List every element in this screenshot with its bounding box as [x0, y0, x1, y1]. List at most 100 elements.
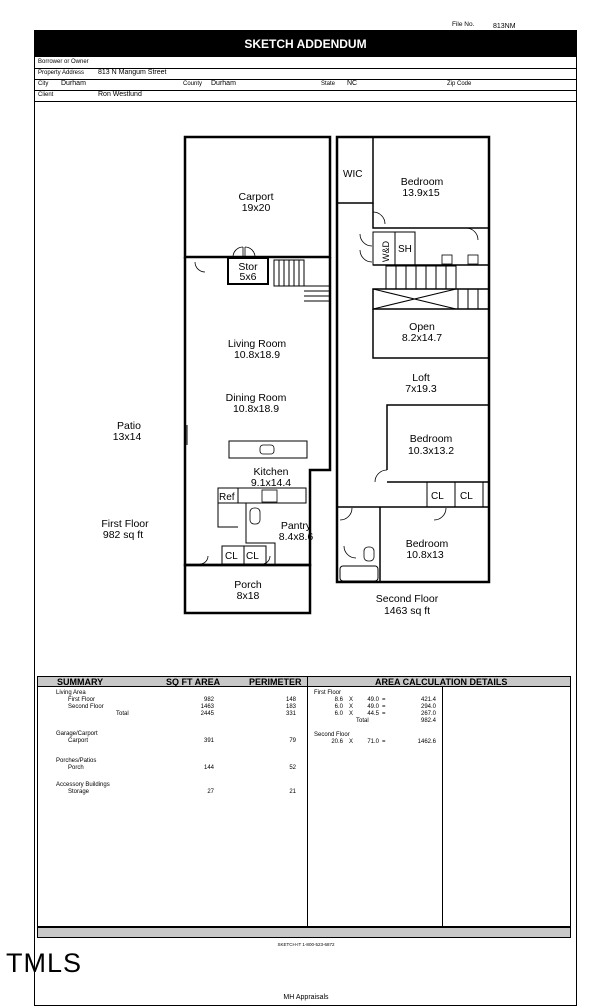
calc-factor-a: 6.0	[334, 704, 343, 710]
group-garage: Garage/Carport	[56, 731, 98, 737]
row-area: 2445	[200, 711, 214, 717]
row-label: Total	[116, 711, 129, 717]
calc-equals: =	[382, 704, 386, 710]
calc-times: X	[349, 711, 354, 717]
details-divider	[442, 687, 443, 926]
porch-outline	[183, 563, 312, 615]
room-porch: Porch	[234, 579, 262, 591]
city-label: City	[38, 81, 49, 87]
room-bedroom-3: Bedroom	[406, 538, 449, 550]
row-label: Carport	[68, 738, 89, 744]
client-label: Client	[38, 92, 54, 98]
state-label: State	[321, 81, 336, 87]
perimeter-header: PERIMETER	[249, 677, 302, 687]
row-perimeter: 183	[285, 704, 296, 710]
room-bedroom-3-dims: 10.8x13	[406, 549, 444, 561]
fixture-ref: Ref	[219, 492, 235, 503]
room-storage-dims: 5x6	[240, 271, 257, 283]
summary-table: SUMMARY SQ FT AREA PERIMETER AREA CALCUL…	[37, 676, 571, 927]
fixture-wic: WIC	[343, 169, 362, 180]
file-number-label: File No.	[452, 21, 475, 28]
kitchen-island	[228, 440, 308, 459]
county-value: Durham	[211, 80, 236, 87]
room-patio-dims: 13x14	[113, 431, 142, 443]
room-kitchen-dims: 9.1x14.4	[251, 477, 291, 489]
calc-times: X	[349, 697, 354, 703]
calc-equals: =	[382, 739, 386, 745]
calc-equals: =	[382, 711, 386, 717]
room-bedroom-2-dims: 10.3x13.2	[408, 445, 454, 457]
calc-result: 1462.6	[417, 739, 436, 745]
room-dining-dims: 10.8x18.9	[233, 403, 279, 415]
summary-divider	[307, 687, 308, 926]
details-header: AREA CALCULATION DETAILS	[375, 677, 508, 687]
room-loft: Loft	[412, 372, 430, 384]
tmls-watermark: TMLS	[6, 948, 83, 978]
room-living: Living Room	[228, 338, 287, 350]
room-kitchen: Kitchen	[253, 466, 288, 478]
room-dining: Dining Room	[226, 392, 287, 404]
calc-factor-a: 20.6	[331, 739, 343, 745]
first-floor-outline	[183, 257, 332, 567]
calc-result: 294.0	[420, 704, 436, 710]
city-value: Durham	[61, 80, 86, 87]
first-floor-doors	[194, 246, 271, 565]
state-value: NC	[347, 80, 358, 87]
room-pantry: Pantry	[281, 520, 312, 532]
calc-total-label: Total	[356, 718, 369, 724]
room-patio: Patio	[117, 420, 141, 432]
calc-times: X	[349, 739, 354, 745]
group-porches: Porches/Patios	[56, 758, 97, 764]
row-area: 1463	[200, 704, 214, 710]
room-bedroom-2: Bedroom	[410, 433, 453, 445]
room-bedroom-1-dims: 13.9x15	[402, 187, 440, 199]
room-carport: Carport	[238, 191, 273, 203]
floor-plan-sketch: Carport 19x20 Stor 5x6 Living Room 10.8x…	[101, 135, 491, 617]
row-perimeter: 52	[289, 765, 296, 771]
fixture-closet-2: CL	[246, 551, 259, 562]
row-label: Storage	[68, 789, 90, 795]
client-value: Ron Westlund	[98, 91, 142, 98]
property-address-value: 813 N Mangum Street	[98, 69, 167, 76]
client-row: Client Ron Westlund	[35, 90, 576, 102]
summary-header: SUMMARY	[57, 677, 104, 687]
row-label: Porch	[68, 765, 84, 771]
row-perimeter: 148	[285, 697, 296, 703]
calc-times: X	[349, 704, 354, 710]
calc-factor-b: 49.0	[367, 697, 379, 703]
summary-header-left: SUMMARY SQ FT AREA PERIMETER	[38, 677, 308, 687]
property-address-row: Property Address 813 N Mangum Street	[35, 68, 576, 80]
room-porch-dims: 8x18	[237, 590, 260, 602]
room-pantry-dims: 8.4x8.6	[279, 531, 314, 543]
group-living-area: Living Area	[56, 690, 86, 696]
second-floor-area: 1463 sq ft	[384, 605, 430, 617]
fixture-closet-3: CL	[431, 491, 444, 502]
calc-equals: =	[382, 697, 386, 703]
calc-factor-b: 44.5	[367, 711, 379, 717]
calc-total: 982.4	[420, 718, 436, 724]
first-floor-label: First Floor	[101, 518, 149, 530]
first-floor-area: 982 sq ft	[103, 529, 143, 541]
fixture-washer-dryer: W&D	[381, 241, 391, 262]
room-open-dims: 8.2x14.7	[402, 332, 442, 344]
row-label: First Floor	[68, 697, 95, 703]
row-area: 27	[207, 789, 214, 795]
calc-factor-b: 49.0	[367, 704, 379, 710]
city-row: City Durham County Durham State NC Zip C…	[35, 79, 576, 91]
calc-factor-b: 71.0	[367, 739, 379, 745]
calc-result: 267.0	[420, 711, 436, 717]
storage-outline	[227, 257, 269, 285]
fixture-closet-4: CL	[460, 491, 473, 502]
second-floor-outline	[335, 135, 491, 584]
row-perimeter: 21	[289, 789, 296, 795]
summary-header-right: AREA CALCULATION DETAILS	[308, 677, 570, 687]
borrower-label: Borrower or Owner	[38, 59, 89, 65]
calc-result: 421.4	[420, 697, 436, 703]
company-name: MH Appraisals	[283, 994, 329, 1001]
addendum-sheet: Borrower or Owner Property Address 813 N…	[34, 57, 577, 1006]
borrower-row: Borrower or Owner	[35, 57, 576, 69]
second-floor-stairs	[372, 265, 490, 310]
second-floor-doors	[339, 211, 479, 559]
group-accessory: Accessory Buildings	[56, 782, 110, 788]
room-storage: Stor	[238, 261, 258, 273]
